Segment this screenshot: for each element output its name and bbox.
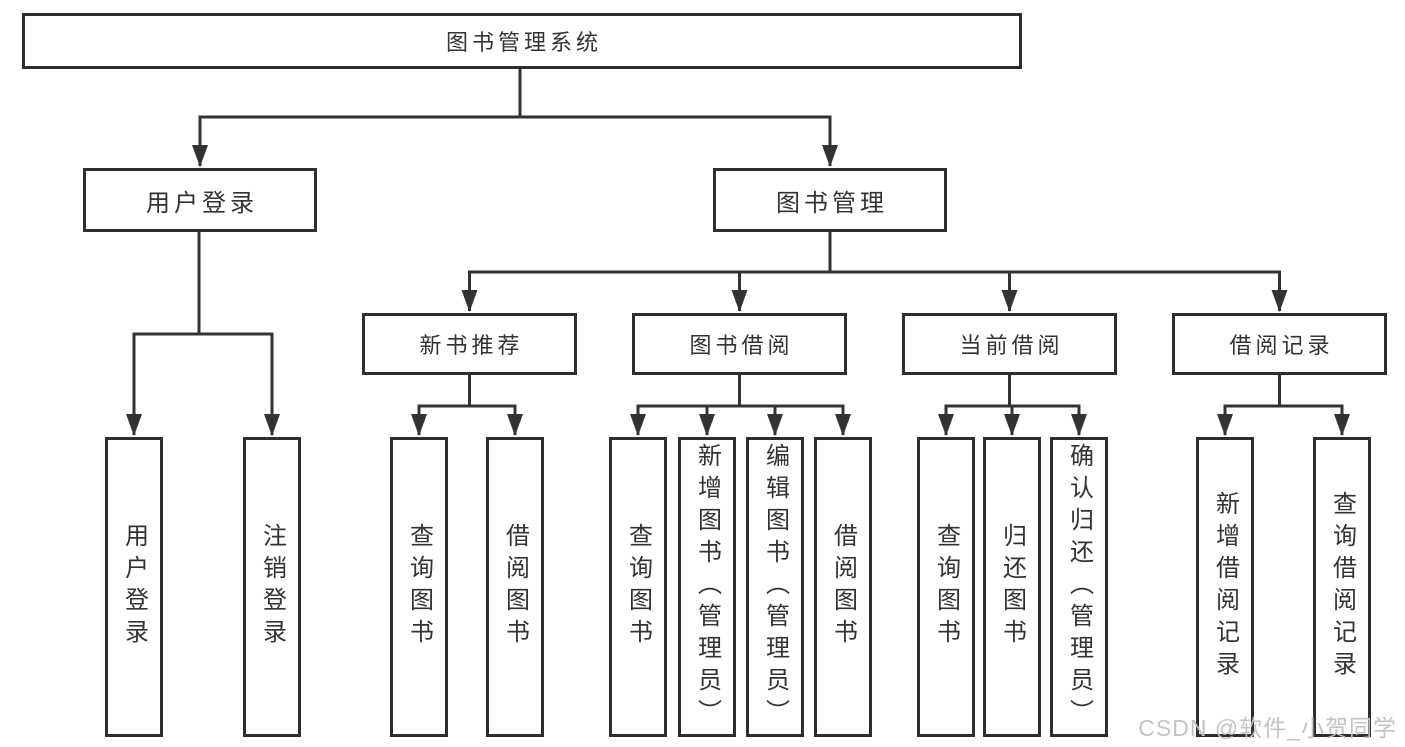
connector-book-borrowing-children <box>630 375 851 436</box>
connector-user-login-children <box>126 232 280 436</box>
node-leaf-recommend-query-books: 查询图书 <box>390 437 448 737</box>
node-user-login: 用户登录 <box>83 168 317 232</box>
node-leaf-user-login: 用户登录 <box>105 437 163 737</box>
node-leaf-recommend-borrow-books: 借阅图书 <box>486 437 544 737</box>
connector-new-book-recommend-children <box>411 375 523 436</box>
node-leaf-current-query-books: 查询图书 <box>917 437 975 737</box>
node-current-borrowing: 当前借阅 <box>902 313 1117 375</box>
node-leaf-logout-login: 注销登录 <box>243 437 301 737</box>
node-leaf-borrowing-add-books-admin: 新增图书（管理员） <box>678 437 736 737</box>
node-new-book-recommend: 新书推荐 <box>362 313 577 375</box>
connector-root-to-level2 <box>192 69 838 167</box>
node-library-management-system: 图书管理系统 <box>22 13 1022 69</box>
node-leaf-borrowing-query-books: 查询图书 <box>609 437 667 737</box>
connector-borrowing-records-children <box>1217 375 1350 436</box>
node-leaf-records-add-record: 新增借阅记录 <box>1196 437 1254 737</box>
node-leaf-borrowing-edit-books-admin: 编辑图书（管理员） <box>746 437 804 737</box>
node-borrowing-records: 借阅记录 <box>1172 313 1387 375</box>
node-leaf-borrowing-borrow-books: 借阅图书 <box>814 437 872 737</box>
node-leaf-current-confirm-return-admin: 确认归还（管理员） <box>1050 437 1108 737</box>
node-book-management: 图书管理 <box>713 168 947 232</box>
node-book-borrowing: 图书借阅 <box>632 313 847 375</box>
node-leaf-current-return-books: 归还图书 <box>983 437 1041 737</box>
connector-current-borrowing-children <box>938 375 1087 436</box>
connector-book-management-children <box>461 232 1288 312</box>
node-leaf-records-query-record: 查询借阅记录 <box>1313 437 1371 737</box>
